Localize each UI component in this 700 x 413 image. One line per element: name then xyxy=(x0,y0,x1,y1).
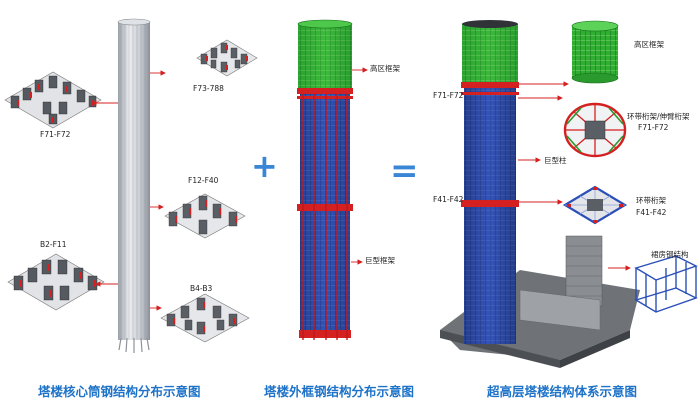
outer-frame-group xyxy=(297,19,368,340)
detail-belt-truss xyxy=(562,185,628,225)
label-f12-f40: F12-F40 xyxy=(188,176,219,185)
label-b2-f11: B2-F11 xyxy=(40,240,67,249)
detail-podium-steel xyxy=(634,255,698,313)
plus-sign: + xyxy=(251,147,278,185)
core-plan-b2 xyxy=(7,253,105,311)
core-plan-b4 xyxy=(160,293,250,343)
label-mega-frame: 巨型框架 xyxy=(365,256,395,265)
label-mega-column: 巨型柱 xyxy=(544,156,567,165)
core-callout-arrows xyxy=(91,70,166,311)
core-plan-f71 xyxy=(4,71,102,129)
caption-system: 超高层塔楼结构体系示意图 xyxy=(487,384,638,399)
label-f73-788: F73-788 xyxy=(193,84,224,93)
label-system-f41-f42: F41-F42 xyxy=(433,195,464,204)
label-high-zone-frame: 高区框架 xyxy=(370,64,400,73)
label-belt-truss: 环带桁架 xyxy=(636,196,666,205)
core-tube-group xyxy=(4,18,258,353)
label-belt-outrigger: 环带桁架/伸臂桁架 xyxy=(627,112,690,121)
label-podium-steel: 裙房钢结构 xyxy=(651,250,689,259)
caption-core-tube: 塔楼核心筒钢结构分布示意图 xyxy=(38,384,201,399)
caption-outer-frame: 塔楼外框钢结构分布示意图 xyxy=(264,384,415,399)
detail-high-zone-frame xyxy=(571,20,619,84)
outer-frame-belt-trusses xyxy=(297,88,353,338)
label-belt-f71: F71-F72 xyxy=(638,123,669,132)
label-b4-b3: B4-B3 xyxy=(190,284,213,293)
label-belt-f41: F41-F42 xyxy=(636,208,667,217)
system-group xyxy=(440,20,698,368)
label-system-f71-f72: F71-F72 xyxy=(433,91,464,100)
label-core-f71-f72: F71-F72 xyxy=(40,130,71,139)
core-plan-f12 xyxy=(164,193,246,239)
system-callout-arrows xyxy=(518,81,631,271)
label-detail-high-zone-frame: 高区框架 xyxy=(634,40,664,49)
detail-outrigger-truss xyxy=(563,102,627,158)
core-plan-f73 xyxy=(196,39,258,77)
equals-sign: = xyxy=(390,151,419,191)
